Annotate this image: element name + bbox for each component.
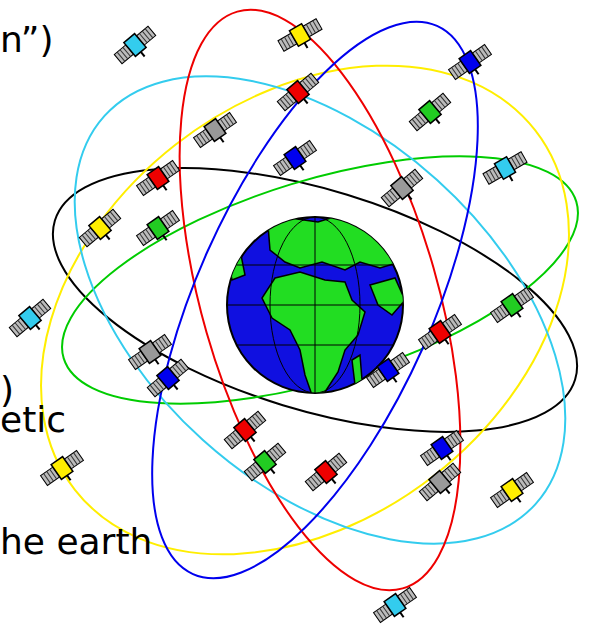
satellite bbox=[489, 285, 539, 330]
satellite bbox=[379, 167, 428, 214]
orbit bbox=[34, 106, 603, 454]
satellite bbox=[39, 448, 89, 493]
satellite bbox=[77, 207, 126, 254]
cropped-text: n”) bbox=[0, 22, 54, 58]
satellite bbox=[192, 110, 242, 155]
satellite bbox=[222, 409, 271, 456]
satellite bbox=[407, 91, 456, 138]
satellite bbox=[242, 441, 291, 488]
orbit bbox=[85, 0, 545, 622]
satellite bbox=[489, 470, 539, 515]
europe-land bbox=[268, 215, 400, 270]
satellite bbox=[481, 149, 531, 192]
satellite bbox=[272, 138, 322, 183]
satellite bbox=[417, 312, 467, 357]
satellite bbox=[135, 208, 185, 253]
satellite bbox=[275, 71, 324, 118]
satellite bbox=[303, 451, 352, 498]
satellite bbox=[417, 461, 466, 508]
satellite bbox=[419, 428, 469, 473]
satellite bbox=[127, 332, 177, 377]
satellite bbox=[135, 158, 185, 203]
africa-land bbox=[262, 272, 365, 395]
satellite bbox=[276, 16, 326, 59]
orbit bbox=[124, 0, 516, 621]
satellite bbox=[145, 357, 194, 404]
satellite bbox=[365, 350, 415, 395]
madagascar-land bbox=[352, 355, 362, 385]
cropped-text: etic bbox=[0, 402, 66, 438]
cropped-text: he earth bbox=[0, 524, 152, 560]
arabia-land bbox=[370, 278, 405, 315]
orbit bbox=[23, 115, 603, 484]
satellite bbox=[7, 297, 56, 344]
satellite bbox=[372, 585, 422, 630]
satellite bbox=[112, 24, 161, 71]
earth bbox=[227, 215, 405, 395]
satellite bbox=[447, 42, 497, 87]
